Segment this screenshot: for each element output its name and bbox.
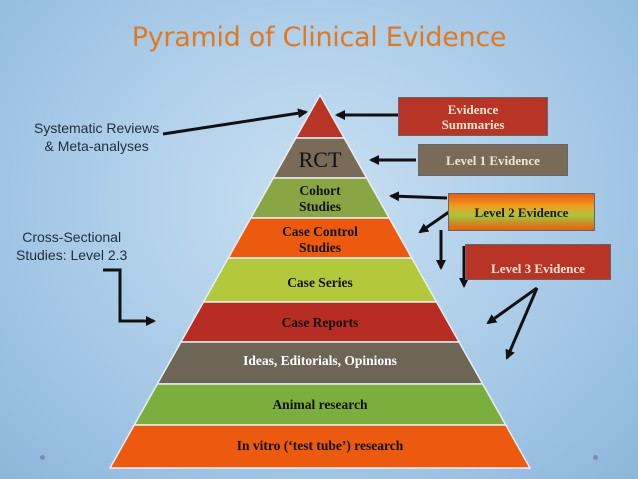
tier-3-line2: Studies xyxy=(298,240,342,255)
tier-8-line1: In vitro (‘test tube’) research xyxy=(236,438,404,453)
arrows xyxy=(103,108,539,360)
tier-label-animal: Animal research xyxy=(190,397,450,413)
tier-label-rct: RCT xyxy=(240,148,400,172)
tier-label-case-reports: Case Reports xyxy=(220,315,420,331)
systematic-reviews-line1: Systematic Reviews xyxy=(34,120,160,136)
cross-sectional-line2: Studies: Level 2.3 xyxy=(16,247,128,263)
evidence-summaries-tag: Evidence Summaries xyxy=(398,97,548,136)
systematic-reviews-line2: & Meta-analyses xyxy=(44,138,149,154)
tier-1-line1: RCT xyxy=(298,147,342,172)
tier-evidence-summaries xyxy=(294,93,346,139)
tier-7-line1: Animal research xyxy=(272,397,368,412)
tier-2-line2: Studies xyxy=(298,199,342,214)
arrow-cross-sectional xyxy=(103,268,156,326)
arrow-level3-to-case-reports xyxy=(486,286,538,325)
tier-label-case-control: Case Control Studies xyxy=(240,224,400,256)
level1-label: Level 1 Evidence xyxy=(446,152,540,168)
level3-tag: Level 3 Evidence xyxy=(465,244,611,280)
decorative-dot-right xyxy=(593,455,598,460)
tier-label-ideas: Ideas, Editorials, Opinions xyxy=(190,353,450,369)
level2-tag: Level 2 Evidence xyxy=(448,193,595,231)
tier-6-line1: Ideas, Editorials, Opinions xyxy=(243,353,397,368)
pyramid-tiers xyxy=(108,93,532,469)
tier-5-line1: Case Reports xyxy=(281,315,359,330)
decorative-dot-left xyxy=(40,455,45,460)
tier-in-vitro xyxy=(108,424,532,469)
tier-2-line1: Cohort xyxy=(299,183,341,198)
evidence-summaries-line2: Summaries xyxy=(441,116,505,132)
tier-label-case-series: Case Series xyxy=(220,275,420,291)
arrow-level2-to-cohort xyxy=(389,191,448,202)
cross-sectional-line1: Cross-Sectional xyxy=(22,229,122,245)
tier-label-cohort: Cohort Studies xyxy=(240,183,400,215)
systematic-reviews-note: Systematic Reviews & Meta-analyses xyxy=(34,119,159,155)
page-title: Pyramid of Clinical Evidence xyxy=(131,22,507,53)
level2-label: Level 2 Evidence xyxy=(474,204,569,220)
evidence-summaries-line1: Evidence xyxy=(447,101,499,117)
arrow-level3-to-ideas xyxy=(505,287,539,360)
tier-3-line1: Case Control xyxy=(282,224,358,239)
tier-4-line1: Case Series xyxy=(287,275,353,290)
level3-label: Level 3 Evidence xyxy=(491,260,585,276)
arrow-systematic-reviews xyxy=(162,108,308,136)
cross-sectional-note: Cross-Sectional Studies: Level 2.3 xyxy=(16,228,127,264)
level1-tag: Level 1 Evidence xyxy=(418,144,568,176)
tier-label-in-vitro: In vitro (‘test tube’) research xyxy=(170,438,470,454)
